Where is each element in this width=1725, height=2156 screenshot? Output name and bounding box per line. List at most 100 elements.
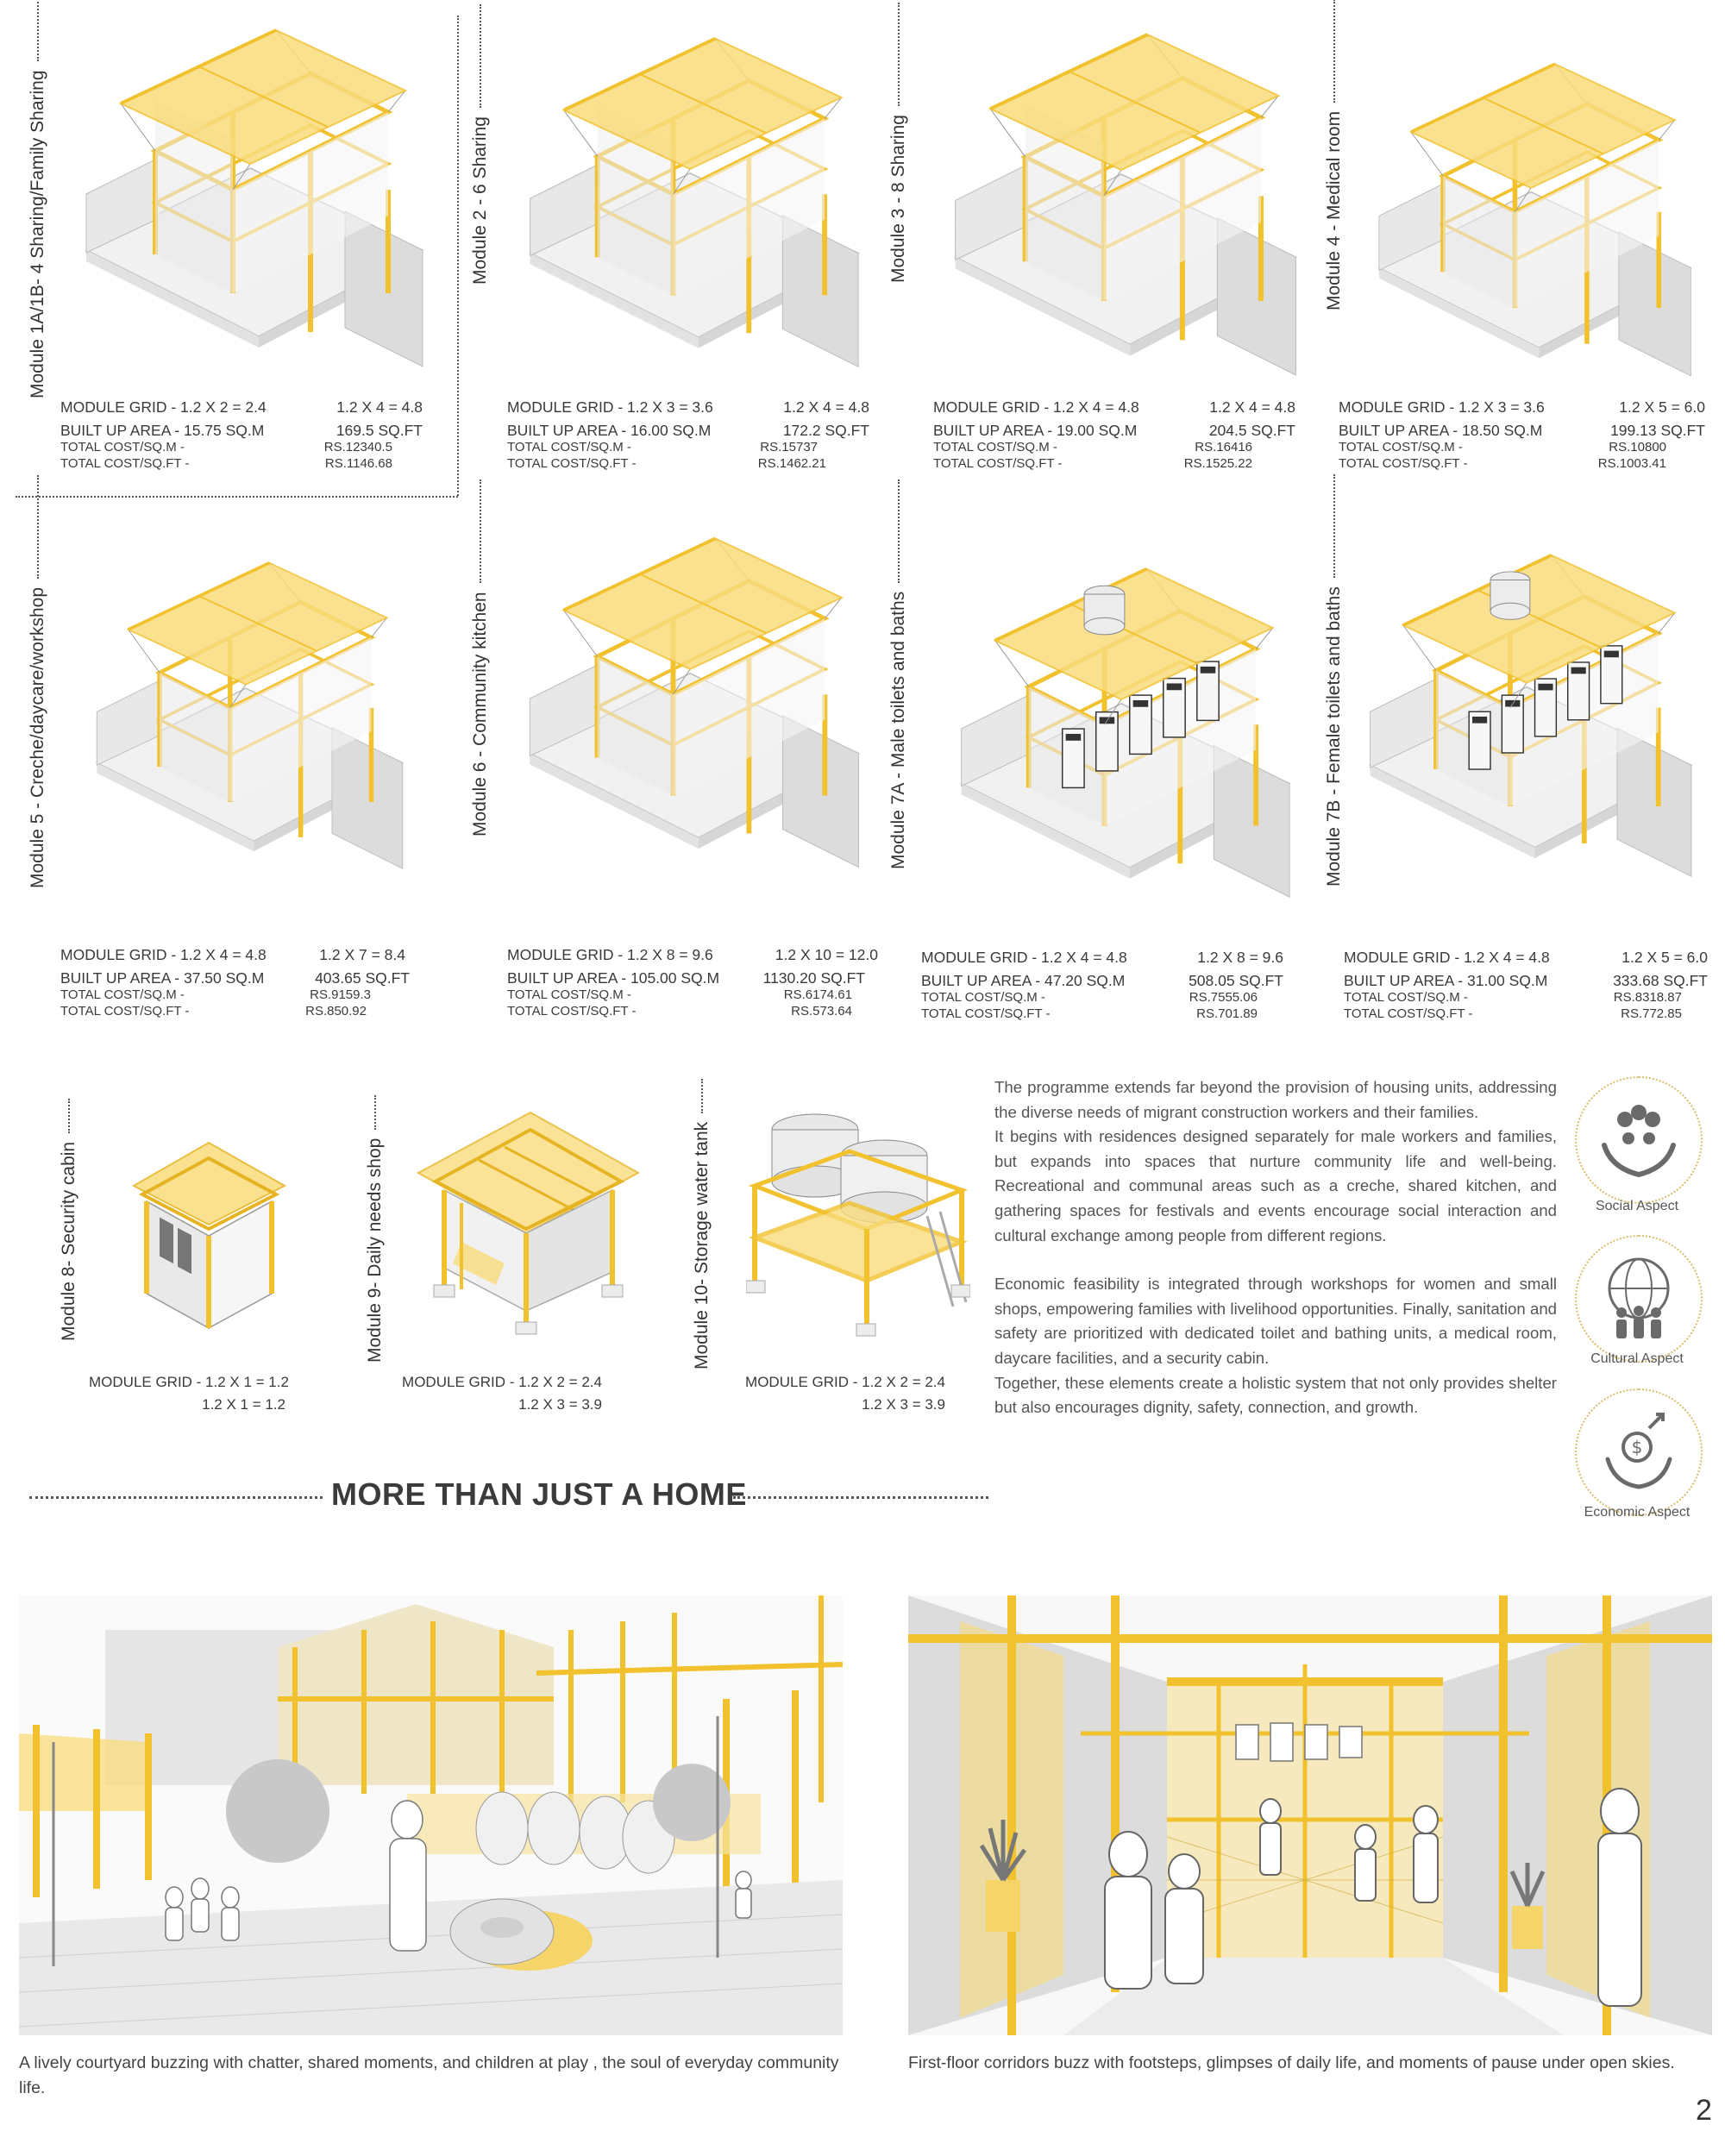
module-grid: MODULE GRID - 1.2 X 2 = 2.4 [60,398,267,416]
built-up-area: BUILT UP AREA - 19.00 SQ.M [933,422,1138,439]
module-grid-2: 1.2 X 8 = 9.6 [1197,949,1283,966]
cost-sqm-label: TOTAL COST/SQ.M - [60,440,185,454]
corridor-caption: First-floor corridors buzz with footstep… [908,2053,1675,2072]
built-up-area-sqft: 403.65 SQ.FT [315,969,410,987]
cost-sqm-label: TOTAL COST/SQ.M - [507,987,631,1002]
built-up-area-sqft: 333.68 SQ.FT [1613,972,1708,989]
module-grid: MODULE GRID - 1.2 X 8 = 9.6 [507,946,713,963]
cost-sqm: RS.9159.3 [310,987,371,1002]
module-7a-stats: MODULE GRID - 1.2 X 4 = 4.8 1.2 X 8 = 9.6… [921,950,1283,1022]
module-10-axonometric [746,1104,970,1350]
heading-dotline-right [733,1496,988,1499]
module-7a-axonometric [923,561,1320,906]
module-grid-2: 1.2 X 4 = 4.8 [783,398,869,416]
cost-sqft: RS.573.64 [791,1004,852,1018]
cost-sqft-label: TOTAL COST/SQ.FT - [921,1006,1051,1021]
module-8-title: Module 8- Security cabin [59,1098,79,1341]
cost-sqm-label: TOTAL COST/SQ.M - [1344,990,1468,1005]
cost-sqm: RS.12340.5 [323,440,392,454]
module-7b-stats: MODULE GRID - 1.2 X 4 = 4.8 1.2 X 5 = 6.0… [1344,950,1708,1022]
built-up-area: BUILT UP AREA - 31.00 SQ.M [1344,972,1548,989]
module-grid-2: 1.2 X 4 = 4.8 [336,398,423,416]
cost-sqft: RS.850.92 [305,1004,367,1018]
module-9-grid: MODULE GRID - 1.2 X 2 = 2.4 1.2 X 3 = 3.… [397,1371,602,1416]
cost-sqft: RS.772.85 [1621,1006,1682,1021]
module-1-stats: MODULE GRID - 1.2 X 2 = 2.4 1.2 X 4 = 4.8… [60,399,423,472]
cost-sqm: RS.8318.87 [1613,990,1682,1005]
cost-sqft: RS.701.89 [1196,1006,1258,1021]
module-grid: MODULE GRID - 1.2 X 4 = 4.8 [1344,949,1550,966]
aspect-label-cultural: Cultural Aspect [1590,1351,1684,1366]
module-2-title: Module 2 - 6 Sharing [470,4,491,285]
module-2-axonometric [496,30,884,375]
module-grid-2: 1.2 X 3 = 3.9 [518,1396,602,1413]
cost-sqm: RS.16416 [1195,440,1252,454]
module-7b-title: Module 7B - Female toilets and baths [1324,474,1345,887]
module-grid: MODULE GRID - 1.2 X 4 = 4.8 [60,946,267,963]
module-grid-2: 1.2 X 3 = 3.9 [862,1396,945,1413]
module-grid: MODULE GRID - 1.2 X 2 = 2.4 [402,1374,602,1390]
module-grid: MODULE GRID - 1.2 X 4 = 4.8 [921,949,1127,966]
aspect-label-economic: Economic Aspect [1584,1505,1690,1520]
module-9-title: Module 9- Daily needs shop [365,1094,386,1363]
module-4-title: Module 4 - Medical room [1324,0,1345,310]
description-paragraph-2: It begins with residences designed separ… [994,1127,1557,1244]
module-grid-2: 1.2 X 10 = 12.0 [775,946,878,963]
cost-sqft-label: TOTAL COST/SQ.FT - [60,1004,190,1018]
built-up-area-sqft: 508.05 SQ.FT [1189,972,1283,989]
module-grid: MODULE GRID - 1.2 X 3 = 3.6 [507,398,713,416]
cost-sqft: RS.1003.41 [1597,456,1666,471]
module-grid: MODULE GRID - 1.2 X 1 = 1.2 [89,1374,289,1390]
cost-sqm-label: TOTAL COST/SQ.M - [933,440,1057,454]
description-paragraph-4: Together, these elements create a holist… [994,1373,1557,1417]
module-5-title: Module 5 - Creche/daycare/workshop [28,474,48,888]
cost-sqm: RS.15737 [760,440,818,454]
cost-sqft-label: TOTAL COST/SQ.FT - [507,1004,637,1018]
cost-sqm-label: TOTAL COST/SQ.M - [1339,440,1463,454]
cost-sqm: RS.7555.06 [1189,990,1258,1005]
module-5-axonometric [73,535,418,897]
module-8-axonometric [116,1125,302,1341]
module-grid-2: 1.2 X 5 = 6.0 [1622,949,1708,966]
module-3-stats: MODULE GRID - 1.2 X 4 = 4.8 1.2 X 4 = 4.8… [933,399,1295,472]
cost-sqm: RS.6174.61 [783,987,852,1002]
cost-sqm-label: TOTAL COST/SQ.M - [60,987,185,1002]
built-up-area: BUILT UP AREA - 18.50 SQ.M [1339,422,1543,439]
section-heading: MORE THAN JUST A HOME [331,1476,747,1512]
module-grid-2: 1.2 X 4 = 4.8 [1209,398,1295,416]
module-2-stats: MODULE GRID - 1.2 X 3 = 3.6 1.2 X 4 = 4.8… [507,399,869,472]
cost-sqft: RS.1525.22 [1183,456,1252,471]
module-1-title: Module 1A/1B- 4 Sharing/Family Sharing [28,0,48,398]
module-grid: MODULE GRID - 1.2 X 2 = 2.4 [745,1374,945,1390]
module-grid-2: 1.2 X 7 = 8.4 [319,946,405,963]
module-3-axonometric [927,26,1315,384]
module-6-axonometric [505,505,875,901]
built-up-area-sqft: 199.13 SQ.FT [1610,422,1705,439]
module-1-axonometric [60,22,440,375]
module-3-title: Module 3 - 8 Sharing [888,3,909,283]
cost-sqft-label: TOTAL COST/SQ.FT - [1344,1006,1473,1021]
svg-text:$: $ [1632,1437,1643,1457]
module-5-stats: MODULE GRID - 1.2 X 4 = 4.8 1.2 X 7 = 8.4… [60,947,423,1019]
module-grid: MODULE GRID - 1.2 X 4 = 4.8 [933,398,1139,416]
module-6-stats: MODULE GRID - 1.2 X 8 = 9.6 1.2 X 10 = 12… [507,947,878,1019]
module-10-grid: MODULE GRID - 1.2 X 2 = 2.4 1.2 X 3 = 3.… [740,1371,945,1416]
module-grid: MODULE GRID - 1.2 X 3 = 3.6 [1339,398,1545,416]
module-grid-2: 1.2 X 5 = 6.0 [1619,398,1705,416]
cost-sqft: RS.1146.68 [324,456,392,471]
courtyard-caption: A lively courtyard buzzing with chatter,… [19,2053,839,2097]
cost-sqm-label: TOTAL COST/SQ.M - [507,440,631,454]
money-growth-icon: $ [1575,1388,1703,1516]
module-4-stats: MODULE GRID - 1.2 X 3 = 3.6 1.2 X 5 = 6.0… [1339,399,1705,472]
programme-description: The programme extends far beyond the pro… [994,1075,1557,1420]
globe-people-icon [1575,1235,1703,1363]
module-4-axonometric [1350,56,1712,384]
cost-sqft-label: TOTAL COST/SQ.FT - [933,456,1063,471]
description-paragraph-1: The programme extends far beyond the pro… [994,1078,1557,1121]
module-1-frame-right [457,16,459,496]
cost-sqm-label: TOTAL COST/SQ.M - [921,990,1045,1005]
built-up-area: BUILT UP AREA - 47.20 SQ.M [921,972,1126,989]
built-up-area-sqft: 204.5 SQ.FT [1208,422,1295,439]
aspect-label-social: Social Aspect [1595,1199,1679,1213]
built-up-area-sqft: 169.5 SQ.FT [336,422,423,439]
